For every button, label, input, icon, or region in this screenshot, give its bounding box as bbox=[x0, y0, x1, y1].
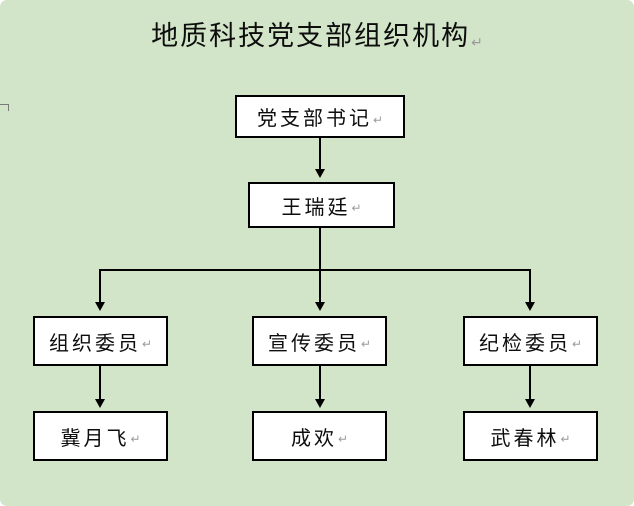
node-label: 纪检委员 bbox=[478, 332, 571, 355]
paragraph-mark: ↵ bbox=[571, 337, 583, 351]
node-label: 王瑞廷 bbox=[281, 196, 351, 219]
arrowhead-down-icon bbox=[315, 302, 325, 311]
node-branch-role-discipline[interactable]: 纪检委员↵ bbox=[463, 316, 598, 366]
node-label: 党支部书记 bbox=[256, 108, 372, 130]
arrowhead-down-icon bbox=[525, 302, 535, 311]
node-label: 成欢 bbox=[290, 427, 337, 450]
paragraph-mark: ↵ bbox=[360, 337, 372, 351]
node-secretary-role[interactable]: 党支部书记↵ bbox=[235, 95, 405, 138]
text-boundary-corner-mark bbox=[0, 104, 9, 111]
node-branch-name-organization[interactable]: 冀月飞↵ bbox=[33, 411, 168, 461]
node-branch-name-publicity[interactable]: 成欢↵ bbox=[252, 411, 387, 461]
paragraph-mark: ↵ bbox=[141, 337, 153, 351]
connector-line bbox=[319, 366, 321, 400]
connector-line bbox=[319, 137, 321, 171]
paragraph-mark: ↵ bbox=[471, 34, 483, 50]
paragraph-mark: ↵ bbox=[130, 432, 141, 446]
node-label: 组织委员 bbox=[48, 332, 141, 355]
connector-line bbox=[319, 271, 321, 304]
arrowhead-down-icon bbox=[315, 169, 325, 178]
connector-line bbox=[529, 271, 531, 304]
paragraph-mark: ↵ bbox=[372, 112, 384, 127]
paragraph-mark: ↵ bbox=[560, 432, 571, 446]
paragraph-mark: ↵ bbox=[351, 201, 362, 215]
node-label: 冀月飞 bbox=[60, 427, 130, 450]
connector-line bbox=[99, 366, 101, 400]
arrowhead-down-icon bbox=[95, 302, 105, 311]
node-label: 武春林 bbox=[490, 427, 560, 450]
arrowhead-down-icon bbox=[95, 399, 105, 408]
connector-line bbox=[99, 271, 101, 304]
node-secretary-name[interactable]: 王瑞廷↵ bbox=[248, 182, 395, 228]
node-branch-role-organization[interactable]: 组织委员↵ bbox=[33, 316, 168, 366]
connector-line bbox=[319, 228, 321, 271]
chart-title-text: 地质科技党支部组织机构 bbox=[151, 21, 471, 51]
paragraph-mark: ↵ bbox=[337, 432, 349, 446]
node-branch-role-publicity[interactable]: 宣传委员↵ bbox=[252, 316, 387, 366]
node-label: 宣传委员 bbox=[267, 332, 360, 355]
arrowhead-down-icon bbox=[525, 399, 535, 408]
chart-title[interactable]: 地质科技党支部组织机构↵ bbox=[0, 14, 634, 53]
arrowhead-down-icon bbox=[315, 399, 325, 408]
connector-line-horizontal bbox=[99, 269, 531, 271]
node-branch-name-discipline[interactable]: 武春林↵ bbox=[463, 411, 598, 461]
connector-line bbox=[529, 366, 531, 400]
